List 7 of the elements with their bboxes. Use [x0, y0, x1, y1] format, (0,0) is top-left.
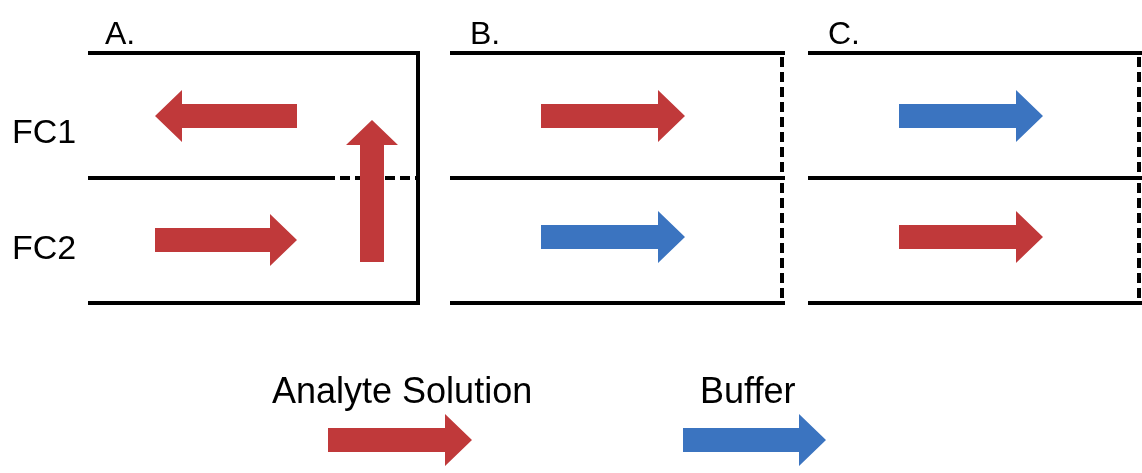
panel-label: A. [105, 17, 136, 49]
panel-label: B. [470, 17, 501, 49]
panel-label: C. [828, 17, 860, 49]
legend-label: Buffer [700, 373, 796, 409]
channel-label: FC2 [12, 230, 77, 264]
legend-label: Analyte Solution [272, 373, 533, 409]
channel-label: FC1 [12, 114, 77, 148]
